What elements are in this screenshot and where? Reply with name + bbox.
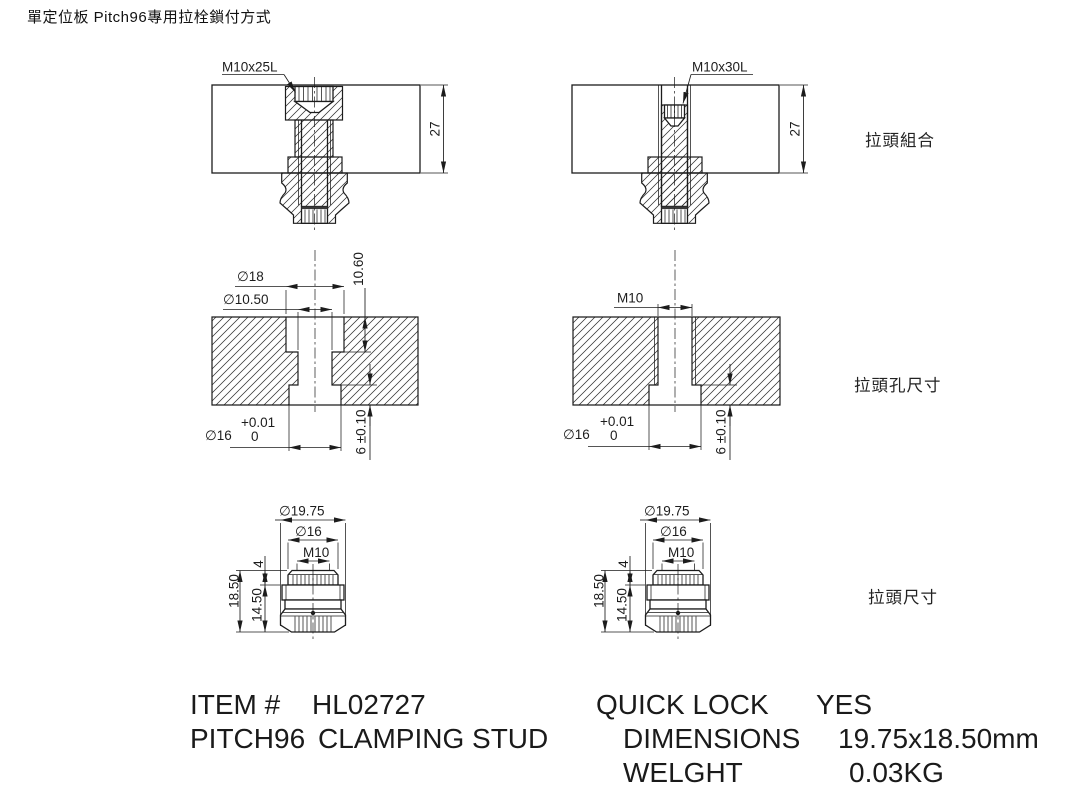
bottom-knurl-lines	[304, 209, 326, 223]
plate-thickness-dimension: 27	[780, 84, 808, 174]
quick-lock-value: YES	[816, 689, 873, 720]
bottom-band	[661, 206, 688, 210]
dimensions-label: DIMENSIONS	[623, 723, 801, 754]
weight-label: WELGHT	[623, 757, 743, 788]
hex-socket	[294, 85, 334, 103]
overall-height-dimension: 18.50	[592, 570, 654, 633]
plate-thickness-dimension: 27	[421, 84, 448, 174]
assembly-view-right: 27 M10x30L	[571, 60, 808, 233]
thread-crest-lines	[654, 317, 696, 385]
quick-lock-label: QUICK LOCK	[596, 689, 769, 720]
body-height-dimension: 14.50	[615, 584, 645, 632]
dimensions-value: 19.75x18.50mm	[838, 723, 1039, 754]
clearance-dia-dimension: ∅10.50	[223, 292, 333, 350]
stud-outline	[279, 564, 347, 639]
overall-height-dim: 18.50	[592, 574, 607, 608]
page-title: 單定位板 Pitch96專用拉栓鎖付方式	[27, 9, 272, 26]
clearance-dia-dim: ∅10.50	[223, 292, 269, 307]
overall-height-dim: 18.50	[227, 574, 242, 608]
stud-view-right: ∅19.75 ∅16 M10 18.50 4 14.50	[592, 504, 712, 639]
thread-dim: M10	[303, 545, 329, 560]
thread-callout-left: M10x25L	[222, 60, 278, 75]
cap-height-dim: 4	[616, 560, 631, 568]
thread-dimension: M10	[661, 545, 695, 570]
series-label: PITCH96	[190, 723, 306, 754]
socket-cone	[293, 100, 335, 114]
counterbore-dia-dimension: ∅18	[235, 269, 345, 314]
bore-wall-lines	[660, 85, 689, 207]
stud-flange-section	[647, 156, 703, 174]
body-dia-dimension: ∅16	[287, 524, 339, 569]
counterbore-dia-dim: ∅18	[237, 269, 264, 284]
bottom-band	[301, 206, 328, 210]
spigot-depth-dim: 6 ±0.10	[354, 410, 369, 455]
spigot-tol-lower: 0	[251, 429, 259, 444]
counterbore-depth-dimension: 10.60	[344, 252, 371, 353]
thread-callout-right: M10x30L	[692, 60, 748, 75]
spigot-tol-upper: +0.01	[600, 414, 634, 429]
spigot-dia-dimension: ∅16 +0.01 0	[563, 405, 702, 450]
spigot-tol-upper: +0.01	[241, 415, 275, 430]
row-label-hole: 拉頭孔尺寸	[854, 377, 942, 395]
spigot-dia-dim: ∅16	[205, 428, 232, 443]
spigot-depth-dimension: 6 ±0.10	[701, 364, 737, 460]
screw-shank-lines	[300, 120, 329, 207]
spigot-depth-dim: 6 ±0.10	[714, 410, 729, 455]
body-height-dimension: 14.50	[250, 584, 280, 632]
plate-thickness-dim-left: 27	[428, 121, 443, 136]
thread-dimension: M10	[614, 291, 693, 316]
max-dia-dim: ∅19.75	[279, 504, 325, 519]
max-dia-dimension: ∅19.75	[640, 504, 711, 626]
plate-section	[572, 316, 781, 406]
cap-height-dimension: 4	[616, 556, 633, 585]
body-dia-dimension: ∅16	[652, 524, 704, 569]
max-dia-dim: ∅19.75	[644, 504, 690, 519]
hole-view-left: ∅18 ∅10.50 10.60 ∅16 +0.01 0	[205, 250, 419, 460]
spigot-dia-dim: ∅16	[563, 427, 590, 442]
body-height-dim: 14.50	[615, 588, 630, 622]
bottom-knurl-lines	[664, 209, 686, 223]
thread-dimension: M10	[296, 545, 330, 570]
stud-outline	[644, 564, 712, 639]
body-height-dim: 14.50	[250, 588, 265, 622]
thread-crest-lines	[658, 85, 691, 205]
spigot-tol-lower: 0	[610, 428, 618, 443]
thread-crest-lines	[298, 120, 331, 205]
body-dia-dim: ∅16	[295, 524, 322, 539]
body-dia-dim: ∅16	[660, 524, 687, 539]
hole-view-right: M10 ∅16 +0.01 0 6 ±0.10	[563, 250, 781, 460]
stud-view-left: ∅19.75 ∅16 M10 18.50 4 14	[227, 504, 347, 639]
row-label-assembly: 拉頭組合	[865, 132, 935, 150]
overall-height-dimension: 18.50	[227, 570, 289, 633]
counterbore-depth-dim: 10.60	[351, 252, 366, 286]
cap-height-dimension: 4	[251, 556, 268, 585]
weight-value: 0.03KG	[849, 757, 944, 788]
spigot-dia-dimension: ∅16 +0.01 0	[205, 405, 342, 451]
thread-dim: M10	[668, 545, 694, 560]
item-label: ITEM #	[190, 689, 281, 720]
thread-dim: M10	[617, 291, 643, 306]
item-value: HL02727	[312, 689, 426, 720]
stud-flange-section	[287, 156, 343, 174]
assembly-view-left: 27 M10x25L	[211, 60, 448, 233]
thread-callout-leader: M10x25L	[222, 60, 296, 93]
series-value: CLAMPING STUD	[318, 723, 549, 754]
cap-height-dim: 4	[251, 560, 266, 568]
thread-callout-leader: M10x30L	[682, 60, 753, 104]
row-label-stud: 拉頭尺寸	[868, 589, 938, 607]
max-dia-dimension: ∅19.75	[275, 504, 346, 626]
plate-thickness-dim-right: 27	[788, 121, 803, 136]
spigot-depth-dimension: 6 ±0.10	[341, 364, 377, 460]
socket-knurl-lines	[298, 87, 331, 102]
